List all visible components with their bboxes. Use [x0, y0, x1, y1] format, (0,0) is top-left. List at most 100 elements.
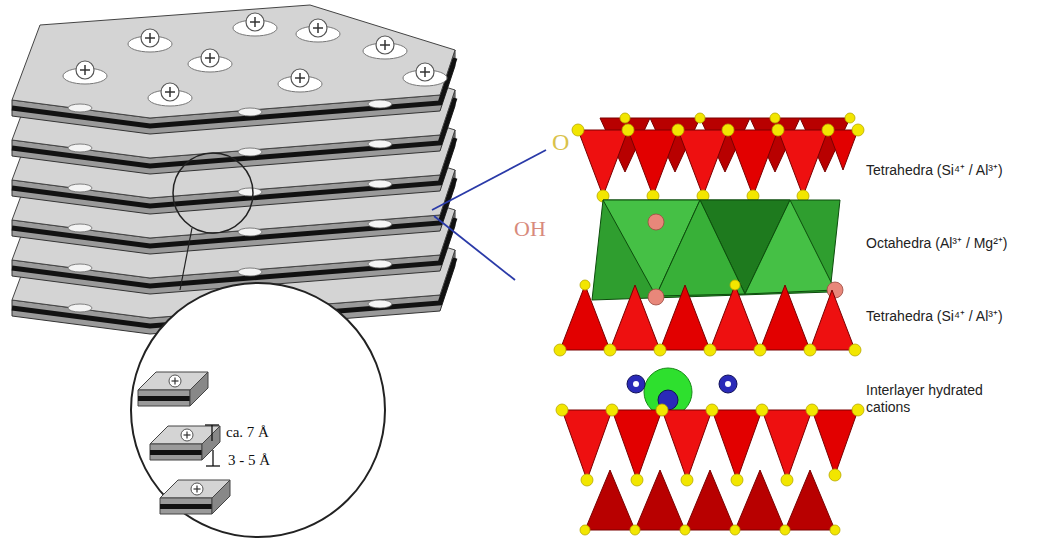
- hydroxyl-groups: [648, 289, 664, 305]
- oxygen-atoms: [845, 113, 855, 123]
- tetrahedral-sheet: [578, 130, 628, 196]
- oxygen-atoms: [681, 474, 693, 486]
- tetrahedral-sheet: [778, 130, 828, 196]
- cation-symbols: [233, 13, 277, 36]
- oxygen-atoms: [731, 474, 743, 486]
- tetrahedral-sheet: [578, 118, 858, 196]
- oxygen-atoms: [781, 474, 793, 486]
- structure-leaders: [432, 150, 546, 280]
- tetrahedral-sheet: [628, 130, 678, 196]
- oxygen-atoms: [830, 525, 840, 535]
- oxygen-atoms: [772, 124, 784, 136]
- cation-symbols: [278, 69, 322, 92]
- oxygen-atoms: [829, 469, 841, 481]
- magnified-view: [181, 429, 193, 441]
- layer-label: Tetrahedra (Si⁴⁺ / Al³⁺): [866, 162, 1003, 179]
- layer-label: Interlayer hydrated cations: [866, 382, 1016, 416]
- octahedral-sheet: [656, 200, 745, 296]
- tetrahedral-sheet: [810, 290, 855, 350]
- atom-label: OH: [514, 216, 546, 242]
- tetrahedral-sheet: [562, 410, 612, 480]
- magnified-view: [169, 375, 181, 387]
- dimension-label: ca. 7 Å: [226, 423, 269, 441]
- oxygen-atoms: [556, 404, 568, 416]
- cation-symbols: [63, 13, 447, 106]
- layer-label: Octahedra (Al³⁺ / Mg²⁺): [866, 235, 1007, 252]
- oxygen-atoms: [604, 344, 616, 356]
- oxygen-atoms: [780, 525, 790, 535]
- hydrated-cation: [633, 381, 639, 387]
- oxygen-atoms: [822, 124, 834, 136]
- tetrahedral-sheet: [760, 285, 810, 350]
- cation-symbols: [363, 36, 407, 59]
- oxygen-atoms: [580, 280, 590, 290]
- cation-symbols: [148, 83, 192, 106]
- tetrahedral-sheet: [762, 410, 812, 480]
- tetrahedral-sheet: [560, 285, 855, 350]
- tetrahedral-sheet: [812, 410, 858, 475]
- structure-leaders: [432, 150, 546, 210]
- oxygen-atoms: [852, 404, 864, 416]
- tetrahedral-sheet: [612, 410, 662, 480]
- tetrahedral-sheet: [560, 285, 610, 350]
- oxygen-atoms: [572, 113, 864, 202]
- oxygen-atoms: [631, 474, 643, 486]
- oxygen-atoms: [630, 525, 640, 535]
- magnified-view: [131, 283, 385, 537]
- tetrahedral-sheet: [712, 410, 762, 480]
- oxygen-atoms: [622, 124, 634, 136]
- cation-symbols: [63, 61, 107, 84]
- oxygen-atoms: [672, 124, 684, 136]
- oxygen-atoms: [706, 404, 718, 416]
- oxygen-atoms: [806, 404, 818, 416]
- oxygen-atoms: [852, 124, 864, 136]
- structure-leaders: [434, 216, 515, 280]
- oxygen-atoms: [756, 404, 768, 416]
- hydrated-cation: [627, 368, 737, 416]
- tetrahedral-sheet: [610, 285, 660, 350]
- magnified-view: [211, 425, 212, 441]
- tetrahedral-sheet: [562, 410, 858, 530]
- cation-symbols: [403, 63, 447, 86]
- hydrated-cation: [644, 368, 692, 416]
- oxygen-atoms: [804, 344, 816, 356]
- oxygen-atoms: [730, 525, 740, 535]
- oxygen-atoms: [680, 525, 690, 535]
- magnified-view: [212, 450, 213, 466]
- cation-symbols: [296, 19, 340, 42]
- tetrahedral-sheet: [662, 410, 712, 480]
- oxygen-atoms: [554, 280, 861, 356]
- hydrated-cation: [725, 381, 731, 387]
- cation-symbols: [128, 29, 172, 52]
- octahedral-sheet: [745, 200, 835, 294]
- hydroxyl-groups: [827, 282, 843, 298]
- dimension-label: 3 - 5 Å: [228, 451, 270, 469]
- oxygen-atoms: [770, 113, 780, 123]
- zoom-marker: [173, 153, 253, 233]
- oxygen-atoms: [656, 404, 668, 416]
- magnified-view: [131, 283, 385, 537]
- atom-label: O: [552, 128, 569, 157]
- magnified-view: [160, 480, 230, 514]
- magnified-view: [138, 372, 208, 406]
- oxygen-atoms: [704, 344, 716, 356]
- oxygen-atoms: [572, 124, 584, 136]
- octahedral-sheet: [592, 200, 840, 300]
- magnified-view: [191, 483, 203, 495]
- magnified-view: [205, 424, 219, 425]
- cation-symbols: [188, 49, 232, 72]
- layer-label: Tetrahedra (Si⁴⁺ / Al³⁺): [866, 308, 1003, 325]
- magnified-view: [206, 465, 220, 466]
- oxygen-atoms: [730, 280, 740, 290]
- oxygen-atoms: [580, 525, 590, 535]
- octahedral-sheet: [592, 200, 840, 300]
- hydroxyl-groups: [648, 214, 664, 230]
- oxygen-atoms: [620, 113, 630, 123]
- tetrahedral-sheet: [828, 130, 858, 170]
- oxygen-atoms: [754, 344, 766, 356]
- hydroxyl-groups: [648, 214, 843, 305]
- hydrated-cation: [719, 375, 737, 393]
- tetrahedral-sheet: [710, 285, 760, 350]
- magnified-view: [150, 426, 220, 460]
